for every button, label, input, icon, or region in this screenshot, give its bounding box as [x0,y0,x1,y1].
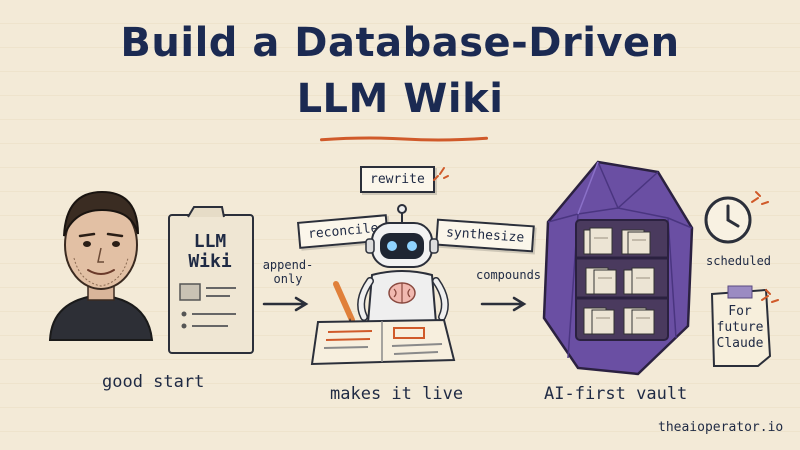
sparkle-icon-note [761,289,779,303]
sparkle-icon [433,167,449,181]
person-portrait-icon [48,190,154,341]
title-line-2: LLM Wiki [296,76,504,122]
arrow1-label: append-only [262,258,314,286]
stage3-caption: AI-first vault [544,384,688,404]
title-line-1: Build a Database-Driven [120,20,680,66]
wiki-doc-lines-icon [179,283,236,329]
sticky-note-icon [710,285,772,367]
footer-site: theaioperator.io [658,420,784,435]
tag-rewrite: rewrite [360,166,435,193]
stage2-caption: makes it live [330,384,464,404]
wiki-doc-tab-icon [187,206,225,218]
sticky-note-text: For future Claude [716,304,764,351]
arrow-right-icon-2 [480,296,527,312]
scheduled-label: scheduled [706,254,772,268]
notebook-icon [310,318,456,366]
wiki-document-title: LLM Wiki [188,231,232,272]
robot-brain-icon [357,204,449,324]
clock-icon [704,196,752,244]
arrow2-label: compounds [476,268,542,282]
arrow-right-icon [262,296,309,312]
sparkle-icon-clock [751,191,769,205]
gem-vault-icon [542,160,694,376]
stage1-caption: good start [102,372,205,392]
title-underline [320,136,488,142]
